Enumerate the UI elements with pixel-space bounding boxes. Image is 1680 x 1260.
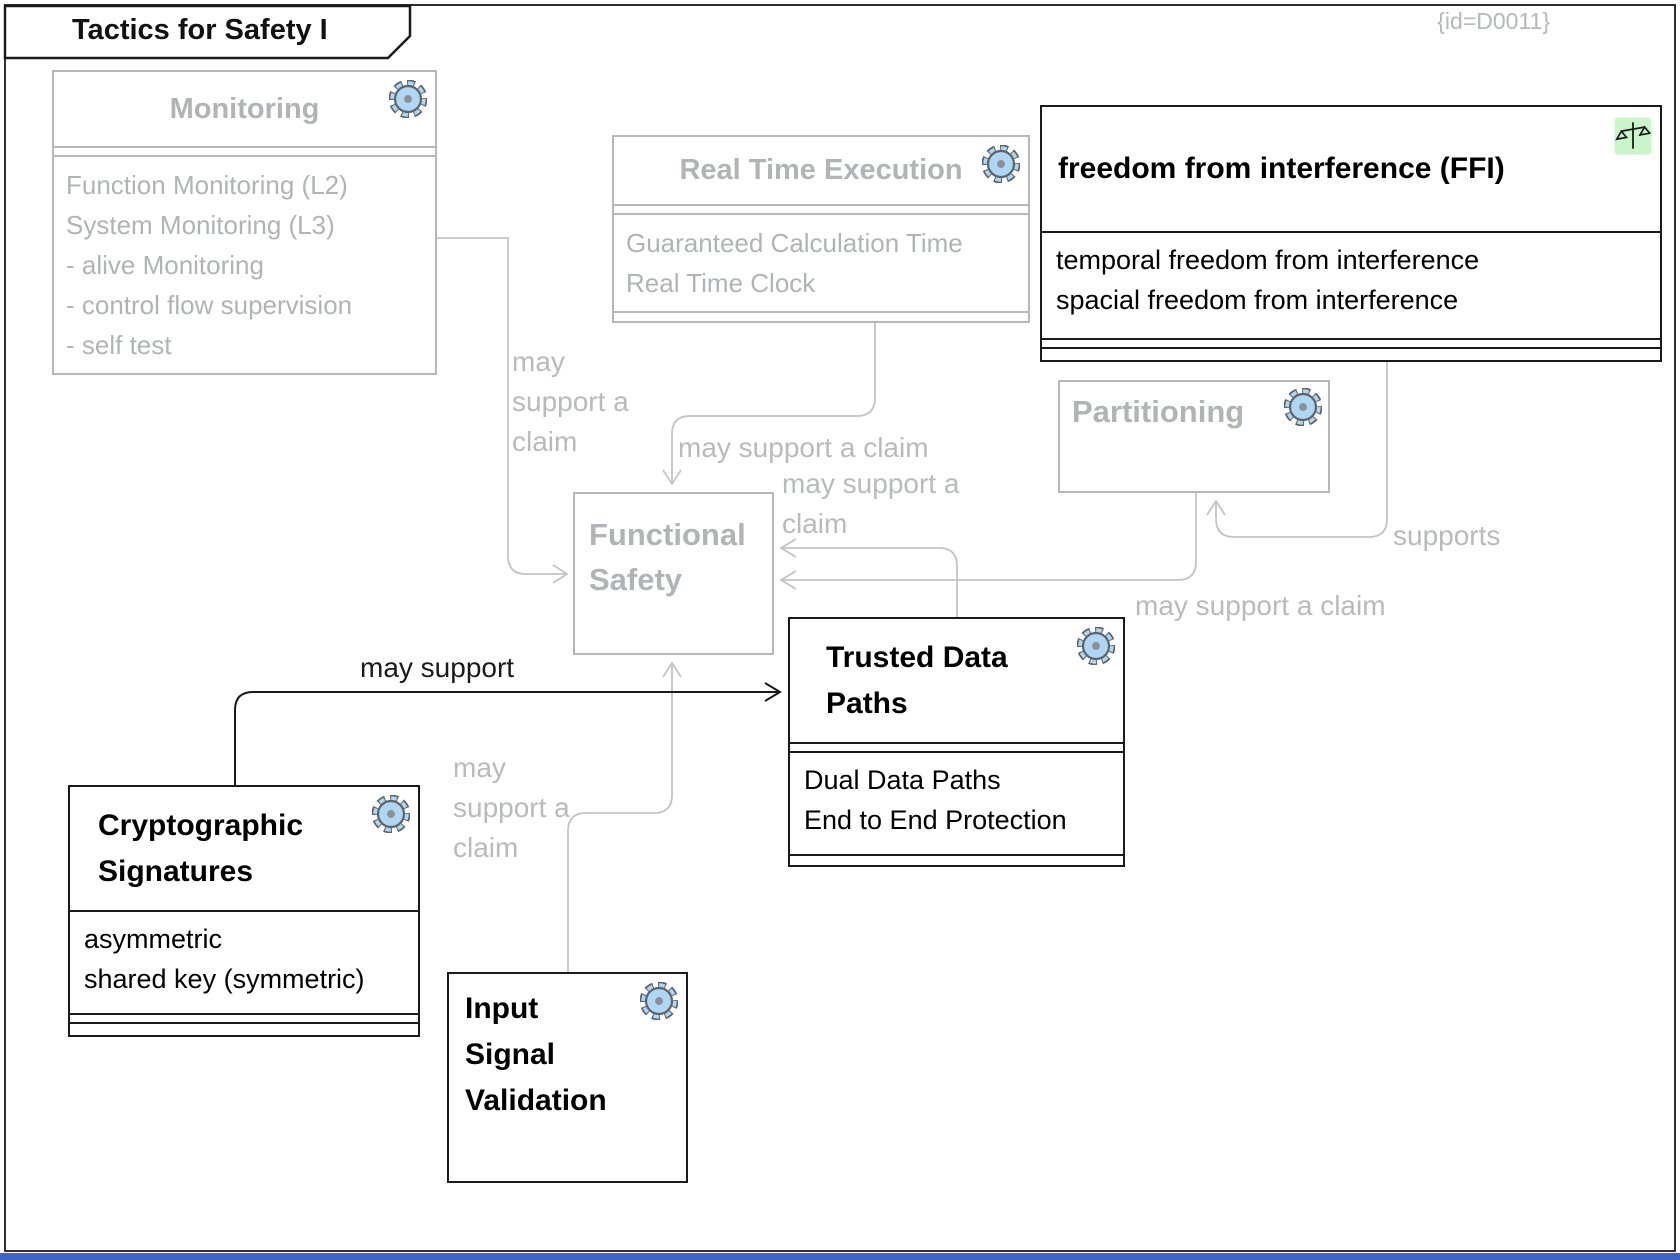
gear-icon	[389, 80, 427, 118]
label-partitioning-to-fs[interactable]: may support a claim	[1135, 590, 1386, 621]
box-crypto-title: Cryptographic Signatures	[98, 808, 304, 888]
box-trusted-data-paths[interactable]: Trusted Data Paths Dual Data Paths End t…	[788, 617, 1125, 867]
diagram-id-label: {id=D0011}	[1437, 8, 1550, 34]
box-partitioning[interactable]: Partitioning	[1058, 380, 1330, 493]
label-rte-to-fs[interactable]: may support a claim	[678, 432, 929, 463]
attribute: spacial freedom from interference	[1056, 285, 1459, 315]
label-isv-to-fs[interactable]: may support a claim	[453, 752, 570, 863]
attribute: Guaranteed Calculation Time	[626, 227, 963, 258]
gear-icon	[1077, 627, 1115, 665]
box-ffi-attributes: temporal freedom from interference spaci…	[1042, 231, 1660, 338]
box-tdp-title: Trusted Data Paths	[826, 640, 1008, 720]
box-functional-safety-title: Functional Safety	[589, 517, 746, 597]
attribute: shared key (symmetric)	[84, 964, 365, 994]
box-real-time-execution[interactable]: Real Time Execution Guaranteed Calculati…	[612, 135, 1030, 323]
attribute: System Monitoring (L3)	[66, 210, 335, 240]
box-monitoring-attributes: Function Monitoring (L2) System Monitori…	[54, 157, 435, 373]
compartment-strip	[1042, 338, 1660, 349]
label-ffi-to-partitioning[interactable]: supports	[1393, 520, 1501, 551]
attribute: Dual Data Paths	[804, 765, 1001, 795]
scales-icon	[1614, 117, 1652, 155]
box-partitioning-title: Partitioning	[1072, 394, 1245, 429]
attribute: Real Time Clock	[626, 267, 816, 298]
diagram-title: Tactics for Safety I	[72, 14, 328, 46]
label-crypto-to-tdp[interactable]: may support	[360, 652, 515, 683]
gear-icon	[372, 795, 410, 833]
attribute: temporal freedom from interference	[1056, 245, 1480, 275]
attribute: asymmetric	[84, 924, 223, 954]
compartment-strip	[70, 1024, 418, 1035]
box-tdp-attributes: Dual Data Paths End to End Protection	[790, 753, 1123, 854]
box-monitoring[interactable]: Monitoring Function Monitoring (L2) Syst…	[52, 70, 437, 375]
box-monitoring-title: Monitoring	[169, 92, 320, 125]
box-rte-attributes: Guaranteed Calculation Time Real Time Cl…	[614, 215, 1028, 311]
compartment-strip	[70, 1013, 418, 1024]
attribute: End to End Protection	[804, 805, 1067, 835]
attribute: - control flow supervision	[66, 290, 353, 320]
attribute: - self test	[66, 330, 172, 360]
compartment-strip	[790, 742, 1123, 753]
attribute: - alive Monitoring	[66, 250, 264, 280]
label-tdp-to-fs[interactable]: may support a claim	[782, 468, 960, 539]
box-ffi-title: freedom from interference (FFI)	[1058, 152, 1505, 185]
box-isv-title: Input Signal Validation	[465, 992, 607, 1117]
frame-tab	[3, 4, 412, 60]
compartment-strip	[1042, 349, 1660, 360]
attribute: Function Monitoring (L2)	[66, 170, 348, 200]
compartment-strip	[614, 204, 1028, 215]
box-crypto-attributes: asymmetric shared key (symmetric)	[70, 910, 418, 1013]
gear-icon	[1284, 388, 1322, 426]
box-input-signal-validation[interactable]: Input Signal Validation	[447, 972, 688, 1183]
bottom-blue-bar	[0, 1253, 1680, 1260]
box-rte-title: Real Time Execution	[679, 154, 963, 187]
box-cryptographic-signatures[interactable]: Cryptographic Signatures asymmetric shar…	[68, 785, 420, 1037]
gear-icon	[640, 982, 678, 1020]
compartment-strip	[790, 854, 1123, 865]
compartment-strip	[54, 146, 435, 157]
box-ffi[interactable]: freedom from interference (FFI) temporal…	[1040, 105, 1662, 362]
gear-icon	[982, 145, 1020, 183]
compartment-strip	[614, 310, 1028, 321]
box-functional-safety[interactable]: Functional Safety	[573, 492, 774, 655]
label-monitoring-to-fs[interactable]: may support a claim	[512, 346, 629, 457]
